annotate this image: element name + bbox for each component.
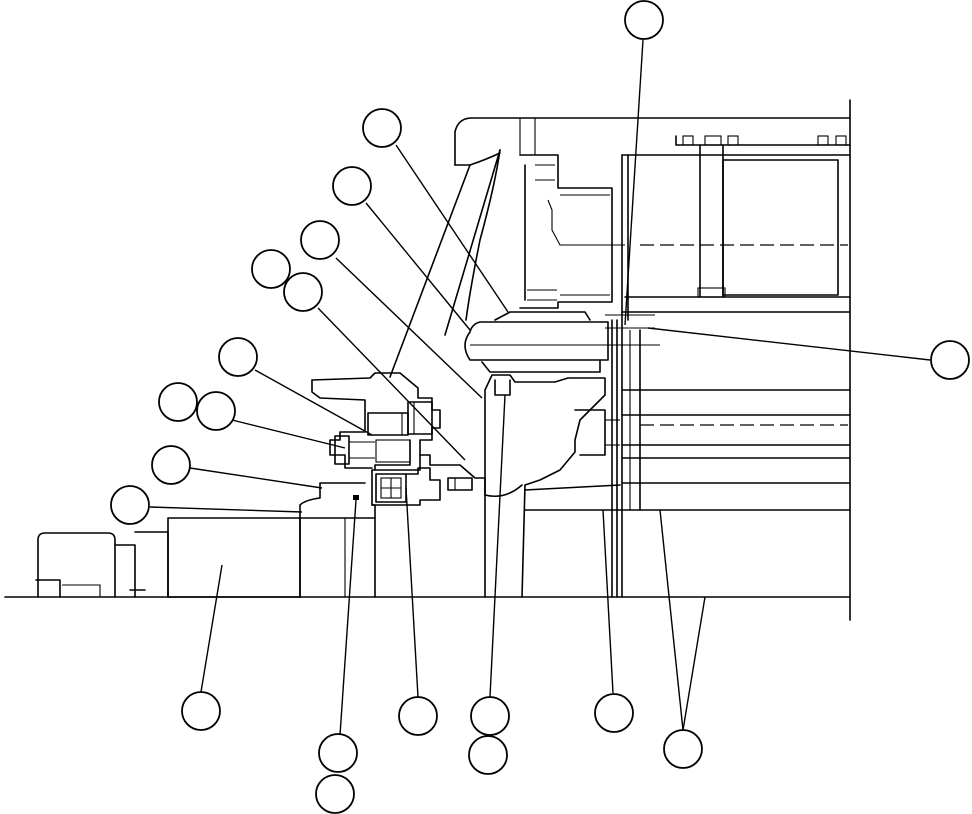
callouts <box>110 0 970 814</box>
callout-bubble <box>318 733 358 773</box>
callout-bubble <box>332 166 372 206</box>
carrier-cone <box>484 374 621 598</box>
left-shaft-end <box>35 531 169 598</box>
planet-pin <box>464 311 660 373</box>
callout-bubble <box>315 774 355 814</box>
callout-bubble <box>398 696 438 736</box>
callout-bubble <box>151 445 191 485</box>
callout-bubble <box>300 220 340 260</box>
callout-bubble <box>218 337 258 377</box>
leader-lines <box>149 39 931 736</box>
callout-bubble <box>468 735 508 775</box>
upper-housing <box>389 117 851 378</box>
callout-bubble <box>470 696 510 736</box>
left-hub-block <box>167 482 376 598</box>
callout-bubble <box>594 693 634 733</box>
callout-bubble <box>624 0 664 40</box>
callout-bubble <box>930 340 970 380</box>
callout-bubble <box>158 382 198 422</box>
carrier-seal-region <box>311 372 486 598</box>
sun-gear-shaft <box>524 314 851 598</box>
ring-gear-housing <box>621 135 851 598</box>
callout-bubble <box>362 108 402 148</box>
callout-bubble <box>196 391 236 431</box>
callout-bubble <box>110 485 150 525</box>
callout-bubble <box>663 729 703 769</box>
callout-bubble <box>181 691 221 731</box>
callout-bubble <box>251 249 291 289</box>
callout-bubble <box>283 272 323 312</box>
